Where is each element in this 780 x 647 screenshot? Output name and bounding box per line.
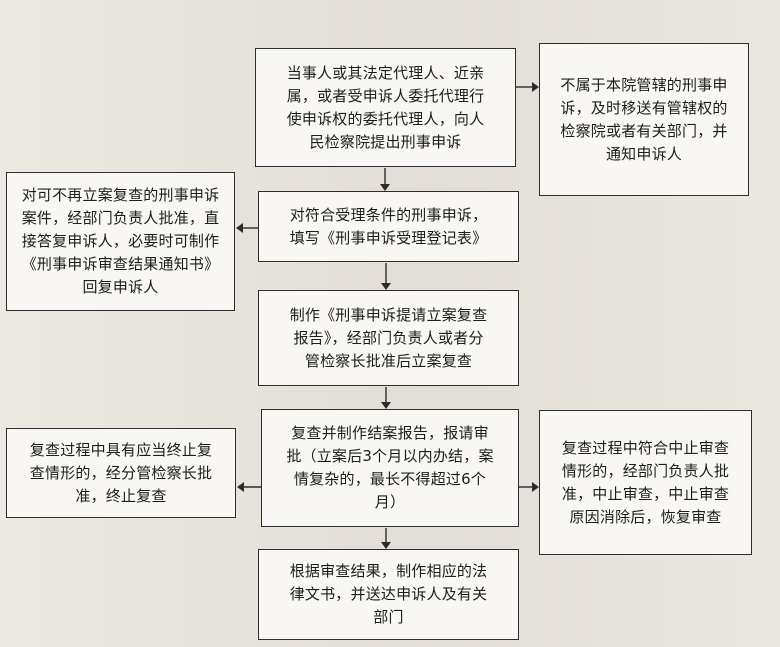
acceptance-register-box: 对符合受理条件的刑事申诉， 填写《刑事申诉受理登记表》 [258, 191, 519, 262]
arrowhead-submit-to-register [380, 184, 390, 191]
no-retrial-reply-box: 对可不再立案复查的刑事申诉 案件，经部门负责人批准，直 接答复申诉人，必要时可制… [6, 172, 235, 311]
arrowhead-register-to-approval [381, 283, 391, 290]
suspend-review-box: 复查过程中符合中止审查 情形的，经部门负责人批 准，中止审查，中止审查 原因消除… [539, 410, 752, 555]
arrowhead-review-to-suspend [532, 482, 539, 492]
case-approval-box: 制作《刑事申诉提请立案复查 报告》，经部门负责人或者分 管检察长批准后立案复查 [258, 290, 519, 386]
arrowhead-review-to-result [381, 542, 391, 549]
submit-appeal-box: 当事人或其法定代理人、近亲 属，或者受申诉人委托代理行 使申诉权的委托代理人，向… [255, 48, 516, 167]
arrowhead-register-to-no-retrial [236, 223, 243, 233]
arrowhead-review-to-terminate [237, 482, 244, 492]
review-report-box: 复查并制作结案报告，报请审 批（立案后3个月以内办结，案 情复杂的，最长不得超过… [261, 409, 519, 527]
legal-document-box: 根据审查结果，制作相应的法 律文书，并送达申诉人及有关 部门 [258, 549, 519, 640]
terminate-review-box: 复查过程中具有应当终止复 查情形的，经分管检察长批 准，终止复查 [6, 428, 236, 518]
transfer-jurisdiction-box: 不属于本院管辖的刑事申 诉，及时移送有管辖权的 检察院或者有关部门，并 通知申诉… [539, 43, 749, 196]
arrowhead-submit-to-transfer [532, 82, 539, 92]
arrowhead-approval-to-review [381, 402, 391, 409]
